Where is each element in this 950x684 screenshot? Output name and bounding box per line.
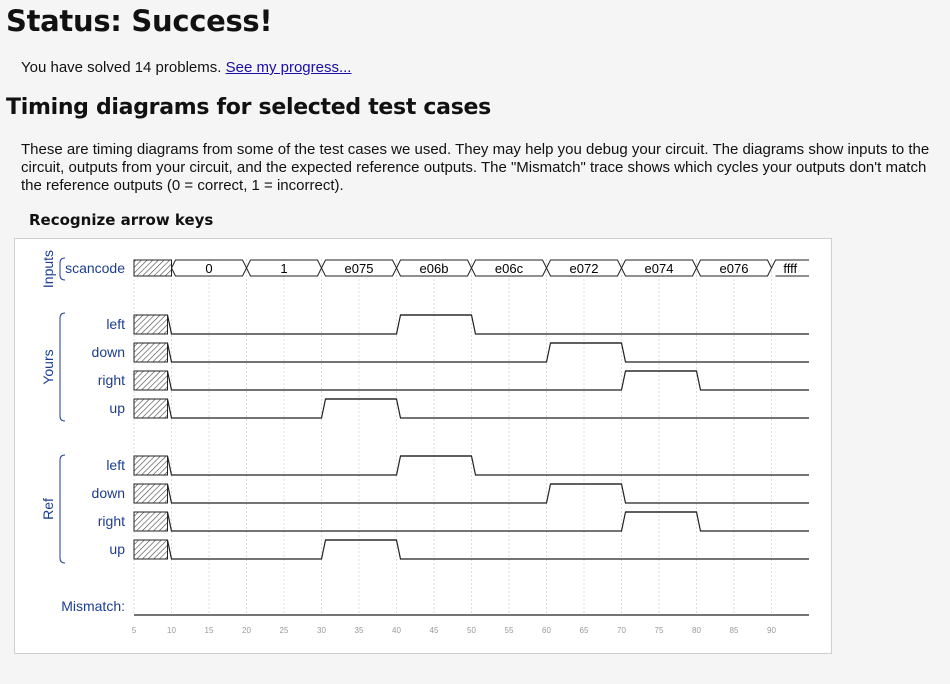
scancode-value: e06b: [420, 261, 449, 276]
signal-label-ref-left: left: [106, 457, 125, 473]
time-tick-label: 85: [730, 626, 739, 635]
time-tick-label: 45: [430, 626, 439, 635]
section-title: Timing diagrams for selected test cases: [6, 95, 491, 120]
scancode-value: e06c: [495, 261, 524, 276]
time-tick-label: 60: [542, 626, 551, 635]
signal-label-ref-up: up: [109, 541, 125, 557]
signal-label-ref-down: down: [92, 485, 125, 501]
status-title: Status: Success!: [6, 4, 273, 38]
time-tick-label: 90: [767, 626, 776, 635]
solved-text: You have solved 14 problems.: [21, 59, 222, 76]
ref-up-trace: [166, 539, 809, 560]
yours-up-trace: [166, 398, 809, 419]
scancode-value: 0: [205, 261, 212, 276]
testcase-title: Recognize arrow keys: [29, 211, 214, 229]
signal-label-scancode: scancode: [65, 260, 125, 276]
ref-left-trace: [166, 455, 809, 476]
signal-label-yours-right: right: [98, 372, 125, 388]
time-tick-label: 65: [580, 626, 589, 635]
scancode-value: e076: [720, 261, 749, 276]
scancode-value: e072: [570, 261, 599, 276]
time-tick-label: 30: [317, 626, 326, 635]
yours-right-trace: [166, 370, 809, 391]
time-tick-label: 70: [617, 626, 626, 635]
yours-up-unknown-region: [133, 398, 168, 419]
signal-label-yours-left: left: [106, 316, 125, 332]
yours-down-trace: [166, 342, 809, 363]
time-tick-label: 10: [167, 626, 176, 635]
group-label-inputs-bracket: [59, 257, 66, 281]
time-tick-label: 15: [205, 626, 214, 635]
ref-down-trace: [166, 483, 809, 504]
yours-left-unknown-region: [133, 314, 168, 335]
signal-label-mismatch: Mismatch:: [61, 598, 125, 614]
time-tick-label: 25: [280, 626, 289, 635]
time-tick-label: 20: [242, 626, 251, 635]
yours-right-unknown-region: [133, 370, 168, 391]
yours-down-unknown-region: [133, 342, 168, 363]
signal-label-yours-down: down: [92, 344, 125, 360]
ref-right-trace: [166, 511, 809, 532]
group-label-ref: Ref: [40, 498, 56, 520]
time-tick-label: 35: [355, 626, 364, 635]
time-tick-label: 40: [392, 626, 401, 635]
signal-label-yours-up: up: [109, 400, 125, 416]
scancode-segment: [771, 259, 809, 277]
group-label-inputs: Inputs: [40, 250, 56, 288]
scancode-unknown-region: [133, 259, 172, 277]
see-progress-link[interactable]: See my progress...: [225, 59, 352, 76]
time-tick-label: 5: [132, 626, 137, 635]
ref-up-unknown-region: [133, 539, 168, 560]
time-tick-label: 50: [467, 626, 476, 635]
group-label-yours: Yours: [40, 349, 56, 384]
time-tick-label: 75: [655, 626, 664, 635]
scancode-value: e074: [645, 261, 674, 276]
signal-label-ref-right: right: [98, 513, 125, 529]
group-label-ref-bracket: [59, 454, 66, 564]
yours-left-trace: [166, 314, 809, 335]
ref-right-unknown-region: [133, 511, 168, 532]
solved-summary: You have solved 14 problems. See my prog…: [21, 59, 351, 76]
group-label-yours-bracket: [59, 312, 66, 422]
scancode-value: 1: [280, 261, 287, 276]
scancode-value: ffff: [783, 261, 797, 276]
ref-down-unknown-region: [133, 483, 168, 504]
scancode-value: e075: [345, 261, 374, 276]
description-text: These are timing diagrams from some of t…: [21, 141, 930, 194]
ref-left-unknown-region: [133, 455, 168, 476]
time-tick-label: 55: [505, 626, 514, 635]
time-tick-label: 80: [692, 626, 701, 635]
